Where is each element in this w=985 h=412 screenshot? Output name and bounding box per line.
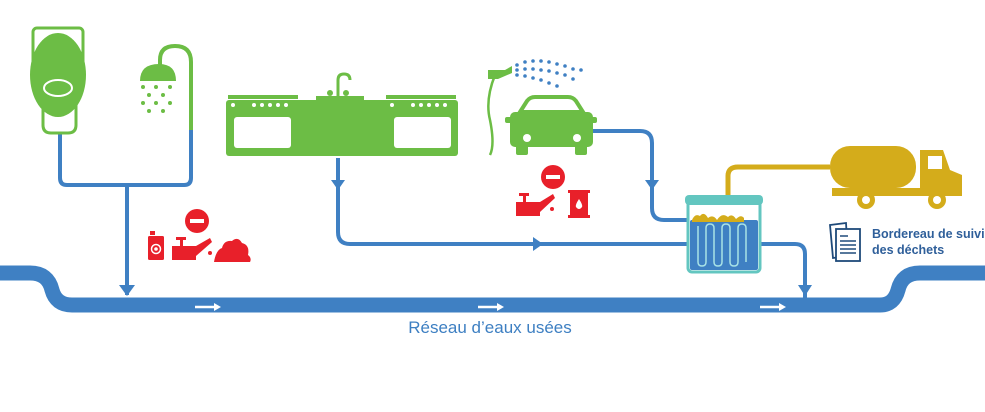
prohibited-waste-group <box>148 209 251 262</box>
main-sewer-pipe <box>0 265 985 313</box>
sewer-network-label: Réseau d’eaux usées <box>408 318 572 337</box>
toilet-drain-pipe <box>58 130 193 187</box>
solvent-can-icon <box>148 231 164 260</box>
oil-barrel-icon <box>568 190 590 218</box>
grease-separator-icon <box>685 195 763 274</box>
car-wash-icon <box>505 95 597 155</box>
toilet-icon <box>30 26 86 135</box>
sludge-pipe <box>725 164 830 196</box>
kitchen-counter-icon <box>226 72 458 156</box>
flow-arrow <box>760 303 786 311</box>
flow-arrow <box>478 303 504 311</box>
drop-arrow <box>645 180 659 190</box>
flow-arrow-right <box>533 237 543 251</box>
prohibited-waste-group <box>516 165 590 218</box>
tanker-truck-icon <box>830 146 962 209</box>
waste-pile-icon <box>214 238 251 262</box>
waste-tracking-label-line2: des déchets <box>872 243 945 257</box>
drop-arrow <box>798 285 812 296</box>
oil-can-icon <box>516 193 555 216</box>
no-entry-icon <box>541 165 565 189</box>
flow-arrow <box>195 303 221 311</box>
oil-can-icon <box>172 237 212 260</box>
drop-arrow <box>331 180 345 190</box>
carwash-drain-pipe <box>592 129 690 222</box>
drop-arrow <box>119 285 135 296</box>
separator-outlet-pipe <box>760 242 807 298</box>
spray-gun-icon <box>487 59 583 156</box>
waste-tracking-label: Bordereau de suivi des déchets <box>872 226 985 258</box>
shower-icon <box>140 43 193 130</box>
no-entry-icon <box>185 209 209 233</box>
document-icon <box>829 221 861 262</box>
kitchen-drain-pipe <box>336 158 690 246</box>
waste-tracking-label-line1: Bordereau de suivi <box>872 227 985 241</box>
